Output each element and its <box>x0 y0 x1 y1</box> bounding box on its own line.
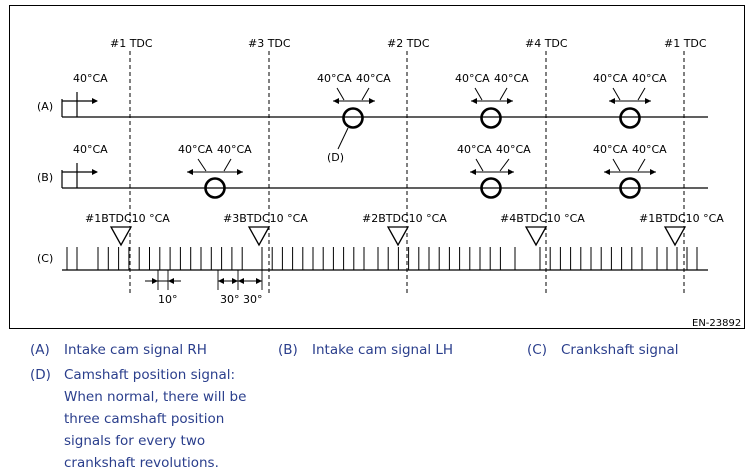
row-label-c: (C) <box>37 252 53 265</box>
angle-label: 40°CA <box>457 143 492 156</box>
angle-label: 40°CA <box>632 72 667 85</box>
arrow-left-icon <box>238 278 244 284</box>
arrow-right-icon <box>650 169 656 175</box>
angle-label: 40°CA <box>494 72 529 85</box>
arrow-right-icon <box>256 278 262 284</box>
row-label-a: (A) <box>37 100 53 113</box>
angle-label: 40°CA <box>455 72 490 85</box>
arrow-right-icon <box>369 98 375 104</box>
angle-label: 40°CA <box>73 72 108 85</box>
angle-label: 40°CA <box>73 143 108 156</box>
crank-teeth <box>66 247 698 270</box>
tdc-lines <box>129 51 685 295</box>
arrow-right-icon <box>92 169 98 175</box>
btdc-label: #1BTDC10 °CA <box>639 212 724 225</box>
arrow-left-icon <box>218 278 224 284</box>
tdc-label: #2 TDC <box>387 37 430 50</box>
legend-text-b: Intake cam signal LH <box>312 342 454 358</box>
arrow-right-icon <box>92 98 98 104</box>
legend-text-a: Intake cam signal RH <box>64 342 207 358</box>
arrow-right-icon <box>645 98 651 104</box>
btdc-label: #3BTDC10 °CA <box>223 212 308 225</box>
tdc-label: #1 TDC <box>110 37 153 50</box>
angle-label: 40°CA <box>217 143 252 156</box>
arrow-right-icon <box>237 169 243 175</box>
arrow-left-icon <box>187 169 193 175</box>
timing-diagram: #1 TDC #3 TDC #2 TDC #4 TDC #1 TDC (A) (… <box>37 37 741 329</box>
dimension-markers <box>145 270 263 290</box>
dimension-label-30b: 30° <box>243 293 263 306</box>
arrow-right-icon <box>507 98 513 104</box>
tdc-label: #1 TDC <box>664 37 707 50</box>
btdc-markers <box>109 226 687 247</box>
angle-label: 40°CA <box>317 72 352 85</box>
legend-key-a: (A) <box>30 342 50 358</box>
arrow-left-icon <box>333 98 339 104</box>
angle-label: 40°CA <box>593 72 628 85</box>
arrow-right-icon <box>232 278 238 284</box>
arrowheads <box>92 98 656 284</box>
tdc-label: #4 TDC <box>525 37 568 50</box>
btdc-label: #4BTDC10 °CA <box>500 212 585 225</box>
arrow-right-icon <box>152 278 158 284</box>
timing-diagram-frame <box>9 5 745 329</box>
arrow-left-icon <box>471 98 477 104</box>
angle-label: 40°CA <box>496 143 531 156</box>
tdc-label: #3 TDC <box>248 37 291 50</box>
dimension-label-30a: 30° <box>220 293 240 306</box>
btdc-label: #2BTDC10 °CA <box>362 212 447 225</box>
arrow-left-icon <box>470 169 476 175</box>
arrow-left-icon <box>604 169 610 175</box>
btdc-label: #1BTDC10 °CA <box>85 212 170 225</box>
signal-row-a <box>61 92 708 118</box>
arrow-left-icon <box>168 278 174 284</box>
legend-key-c: (C) <box>527 342 547 358</box>
legend-text-c: Crankshaft signal <box>561 342 679 358</box>
angle-label: 40°CA <box>593 143 628 156</box>
legend-text-d: Camshaft position signal: When normal, t… <box>64 367 247 471</box>
arrow-left-icon <box>609 98 615 104</box>
angle-label: 40°CA <box>356 72 391 85</box>
legend-key-d: (D) <box>30 367 51 383</box>
signal-row-b <box>61 163 708 189</box>
figure-id: EN-23892 <box>692 318 741 329</box>
row-label-b: (B) <box>37 171 53 184</box>
callout-d-label: (D) <box>327 151 344 164</box>
angle-leaders <box>197 87 646 172</box>
angle-label: 40°CA <box>178 143 213 156</box>
cam-position-circles <box>204 107 641 199</box>
arrow-right-icon <box>508 169 514 175</box>
dimension-label-10: 10° <box>158 293 178 306</box>
legend-key-b: (B) <box>278 342 298 358</box>
angle-label: 40°CA <box>632 143 667 156</box>
